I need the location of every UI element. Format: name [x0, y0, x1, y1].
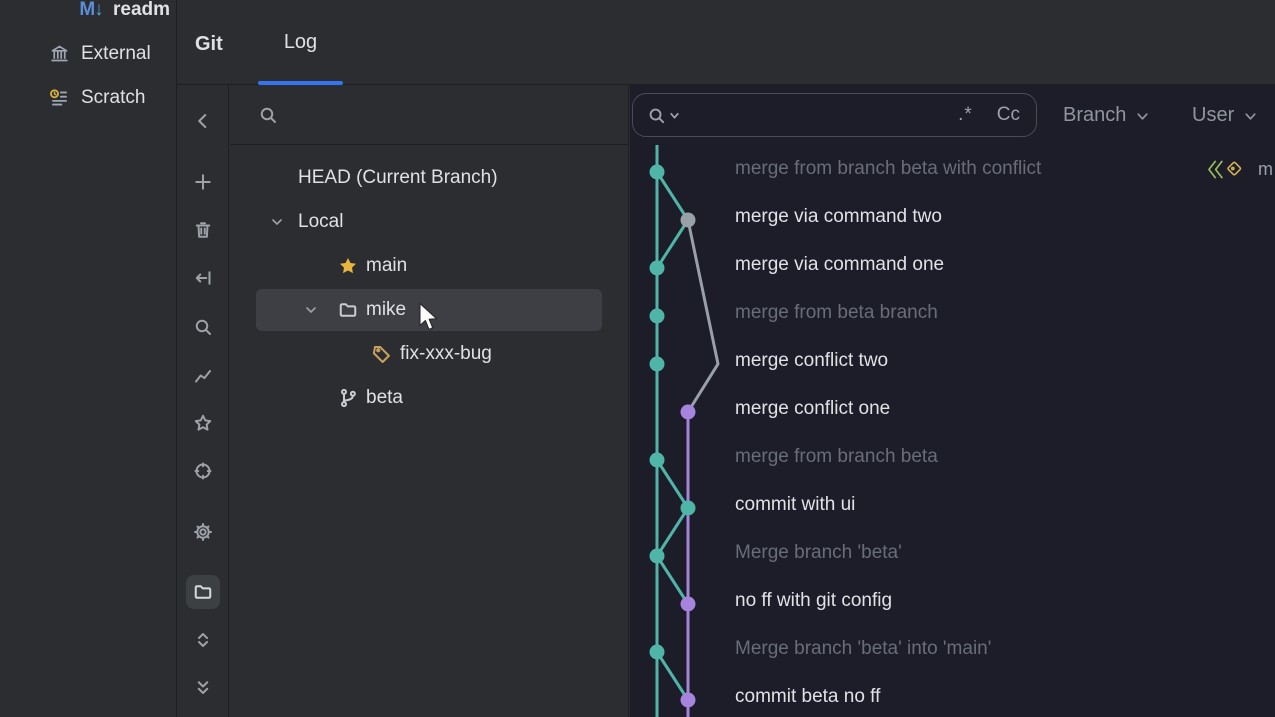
- indent-spacer: [264, 165, 290, 191]
- search-icon: [647, 106, 666, 125]
- commit-message: commit with ui: [735, 494, 856, 515]
- user-filter-label: User: [1192, 103, 1235, 126]
- project-item-external[interactable]: External: [0, 34, 176, 74]
- search-icon[interactable]: [186, 310, 220, 344]
- add-icon[interactable]: [186, 165, 220, 199]
- chevron-down-icon[interactable]: [298, 297, 324, 323]
- branch-tree-item-beta[interactable]: beta: [230, 376, 628, 420]
- search-icon: [258, 105, 278, 125]
- tag-icon: [372, 344, 392, 364]
- commit-row[interactable]: Merge branch 'beta' into 'main': [630, 625, 1275, 673]
- tab-log[interactable]: Log: [258, 0, 343, 85]
- commit-row[interactable]: merge conflict two: [630, 337, 1275, 385]
- git-branch-icon: [338, 388, 358, 408]
- commit-row[interactable]: commit beta no ff: [630, 673, 1275, 717]
- branch-tree: HEAD (Current Branch) Local main mike fix-xx…: [230, 156, 628, 420]
- commit-row[interactable]: merge via command two: [630, 193, 1275, 241]
- commit-message: merge from branch beta with conflict: [735, 158, 1042, 179]
- commit-row[interactable]: merge conflict one: [630, 385, 1275, 433]
- project-item-label: External: [81, 43, 151, 64]
- star-icon: [338, 256, 358, 276]
- user-filter-dropdown[interactable]: User: [1192, 85, 1258, 145]
- scope-icon[interactable]: [186, 454, 220, 488]
- indent-spacer: [298, 385, 324, 411]
- commit-row[interactable]: merge from branch beta with conflict m: [630, 145, 1275, 193]
- search-history-caret-icon[interactable]: [669, 110, 680, 121]
- project-item-label: Scratch: [81, 87, 146, 108]
- markdown-file-icon: M↓: [79, 0, 103, 20]
- log-search-field[interactable]: .* Cc: [632, 93, 1037, 137]
- branch-search-row: [230, 85, 628, 145]
- commit-message: merge from beta branch: [735, 302, 938, 323]
- chart-icon[interactable]: [186, 358, 220, 392]
- commit-row[interactable]: no ff with git config: [630, 577, 1275, 625]
- collapse-icon[interactable]: [186, 671, 220, 705]
- log-toolbar: .* Cc Branch User: [630, 85, 1275, 145]
- branch-label: beta: [366, 387, 403, 408]
- commit-row[interactable]: merge from branch beta: [630, 433, 1275, 481]
- rollback-icon[interactable]: [186, 261, 220, 295]
- match-case-toggle[interactable]: Cc: [996, 104, 1020, 125]
- chevron-down-icon[interactable]: [264, 209, 290, 235]
- commit-message: merge conflict one: [735, 398, 891, 419]
- commit-branch-labels: m: [1206, 145, 1273, 193]
- branch-filter-label: Branch: [1063, 103, 1127, 126]
- commit-message: Merge branch 'beta': [735, 542, 902, 563]
- commit-row[interactable]: merge via command one: [630, 241, 1275, 289]
- commit-log-panel: .* Cc Branch User merge from branch beta…: [630, 85, 1275, 717]
- branch-label: HEAD (Current Branch): [298, 167, 498, 188]
- branch-filter-dropdown[interactable]: Branch: [1063, 85, 1150, 145]
- chevron-left-icon[interactable]: [186, 104, 220, 138]
- branch-tree-item-local[interactable]: Local: [230, 200, 628, 244]
- branches-panel: HEAD (Current Branch) Local main mike fix-xx…: [230, 85, 629, 717]
- settings-icon[interactable]: [186, 515, 220, 549]
- tab-log-label: Log: [283, 31, 318, 53]
- branch-tree-item-main[interactable]: main: [230, 244, 628, 288]
- commit-message: no ff with git config: [735, 590, 893, 611]
- branch-label: fix-xxx-bug: [400, 343, 492, 364]
- git-tool-window-header: Git Log: [177, 0, 1275, 85]
- project-item-label: readm: [113, 0, 171, 20]
- commit-message: merge conflict two: [735, 350, 889, 371]
- branch-search-input[interactable]: [288, 99, 618, 131]
- scratches-icon: [44, 88, 74, 109]
- delete-icon[interactable]: [186, 213, 220, 247]
- chevron-down-icon: [1245, 113, 1256, 120]
- branch-tree-item-fix-xxx-bug[interactable]: fix-xxx-bug: [230, 332, 628, 376]
- commit-message: merge via command one: [735, 254, 945, 275]
- commit-message: commit beta no ff: [735, 686, 881, 707]
- expand-icon[interactable]: [186, 623, 220, 657]
- favorites-icon[interactable]: [186, 406, 220, 440]
- project-item-readm[interactable]: M↓ readm: [0, 0, 176, 30]
- commit-message: merge via command two: [735, 206, 942, 227]
- branch-label: Local: [298, 211, 344, 232]
- indent-spacer: [298, 253, 324, 279]
- branch-label: main: [366, 255, 408, 276]
- project-item-scratch[interactable]: Scratch: [0, 78, 176, 118]
- commit-row[interactable]: Merge branch 'beta': [630, 529, 1275, 577]
- commit-message: Merge branch 'beta' into 'main': [735, 638, 992, 659]
- tool-window-title: Git: [195, 33, 223, 55]
- branch-label: mike: [366, 299, 407, 320]
- folders-icon[interactable]: [186, 575, 220, 609]
- external-libraries-icon: [44, 44, 74, 65]
- commit-row[interactable]: commit with ui: [630, 481, 1275, 529]
- chevron-down-icon: [1137, 113, 1148, 120]
- mouse-cursor: [419, 302, 438, 331]
- left-toolbar-strip: [177, 85, 229, 717]
- branch-label-text: m: [1258, 158, 1273, 179]
- commit-row[interactable]: merge from beta branch: [630, 289, 1275, 337]
- regex-toggle[interactable]: .*: [958, 104, 973, 125]
- commit-message: merge from branch beta: [735, 446, 938, 467]
- folder-icon: [338, 300, 358, 320]
- branch-tree-item-head-current-branch[interactable]: HEAD (Current Branch): [230, 156, 628, 200]
